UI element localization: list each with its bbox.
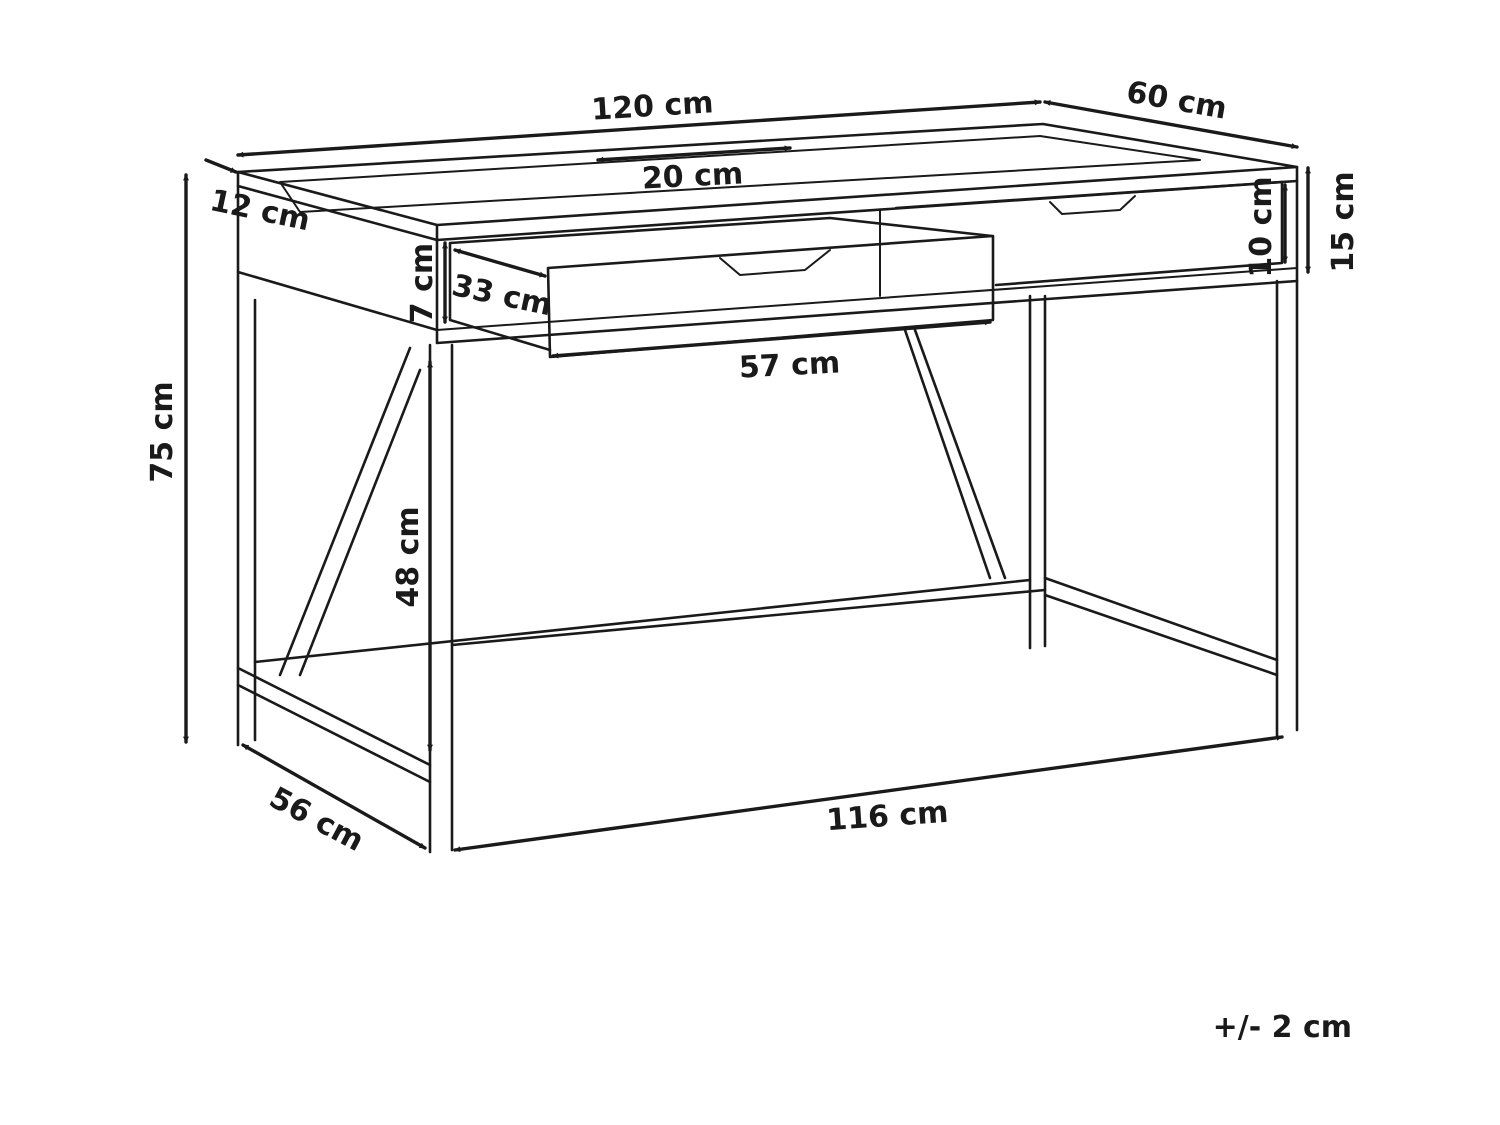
- left-front-leg: [428, 343, 454, 854]
- open-drawer-box: [448, 216, 994, 352]
- height-total-label: 75 cm: [145, 381, 180, 482]
- frame-width-label: 116 cm: [825, 795, 949, 838]
- drawer-width-dimension-line: [551, 319, 992, 359]
- frame-depth-dimension-line: [241, 743, 427, 850]
- tolerance-label: +/- 2 cm: [1213, 1010, 1352, 1045]
- dimension-lines: [183, 99, 1311, 853]
- dimension-labels: 120 cm 60 cm 20 cm 12 cm 75 cm 10 cm 15 …: [145, 75, 1361, 1045]
- drawer-width-label: 57 cm: [738, 345, 841, 385]
- right-rear-leg: [1028, 294, 1047, 650]
- frame-depth-label: 56 cm: [264, 780, 370, 858]
- bottom-stretcher-side: [236, 666, 432, 784]
- bottom-stretcher-right: [1043, 576, 1279, 677]
- slot-depth-dimension-line: [204, 158, 238, 174]
- width-total-label: 120 cm: [590, 85, 714, 127]
- right-drawer-front: [894, 180, 1284, 287]
- right-front-leg: [1275, 279, 1299, 738]
- drawer-depth-label: 33 cm: [449, 268, 555, 323]
- open-drawer-handle: [719, 249, 831, 276]
- drawer-front-height-label: 10 cm: [1244, 176, 1279, 277]
- cable-slot-label: 20 cm: [641, 156, 744, 196]
- slot-length-dimension-line: [596, 145, 792, 163]
- left-diagonal-brace: [278, 346, 422, 677]
- bottom-stretcher-rear: [253, 578, 1047, 664]
- desk-drawing: [236, 122, 1299, 854]
- drawer-depth-dimension-line: [453, 248, 547, 278]
- frame-width-dimension-line: [453, 734, 1284, 853]
- depth-dimension-line: [1043, 99, 1299, 150]
- left-rear-leg: [236, 270, 257, 747]
- tabletop-front-edge: [435, 165, 1299, 242]
- open-drawer-front: [546, 234, 995, 359]
- apron-bottom: [436, 267, 1298, 331]
- width-dimension-line: [236, 99, 1042, 158]
- rear-diagonal-brace: [903, 328, 1007, 580]
- leg-clearance-label: 48 cm: [391, 506, 426, 607]
- drawer-inner-height-label: 7 cm: [405, 243, 440, 323]
- right-drawer-handle: [1049, 195, 1136, 215]
- apron-front: [435, 179, 1299, 345]
- apron-height-label: 15 cm: [1326, 171, 1361, 272]
